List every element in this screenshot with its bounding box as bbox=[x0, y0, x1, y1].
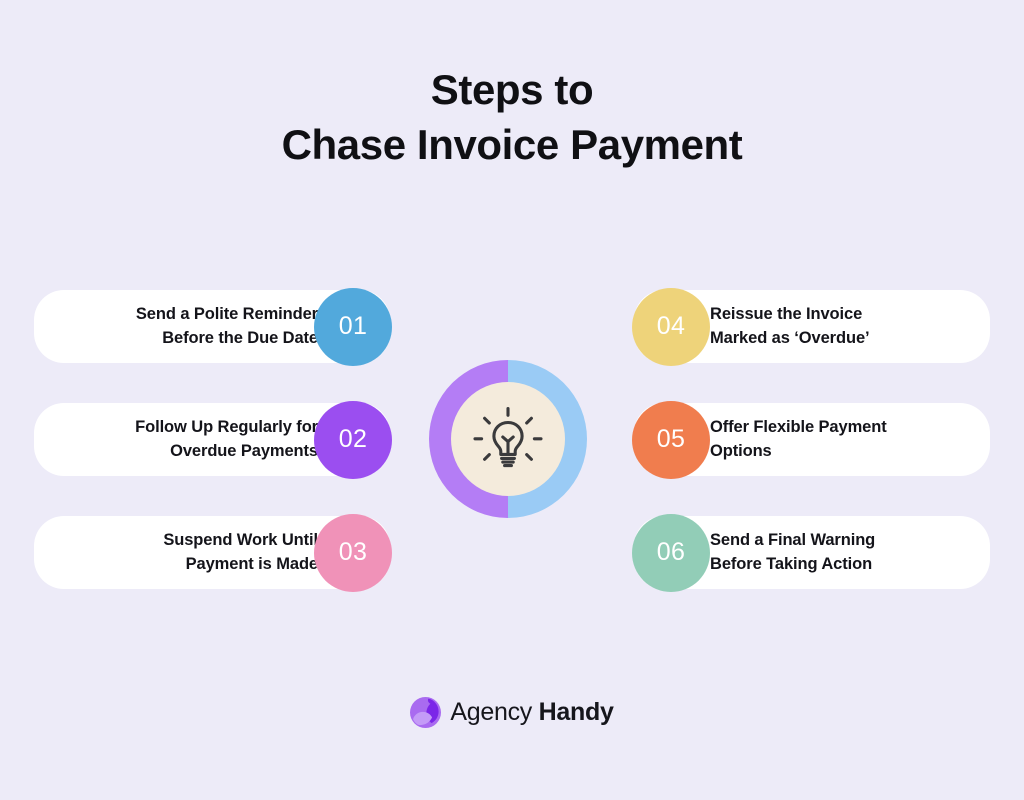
step-card-06-line-1: Send a Final Warning bbox=[710, 531, 876, 550]
page-title-line-2: Chase Invoice Payment bbox=[281, 121, 743, 169]
step-card-06[interactable]: 06 Send a Final Warning Before Taking Ac… bbox=[632, 513, 990, 592]
step-badge-06: 06 bbox=[632, 513, 710, 592]
brand-name-regular: Agency bbox=[450, 698, 539, 726]
agency-handy-logo-icon bbox=[410, 697, 442, 728]
step-card-02[interactable]: Follow Up Regularly for Overdue Payments… bbox=[34, 400, 392, 479]
step-card-04-text: Reissue the Invoice Marked as ‘Overdue’ bbox=[710, 303, 870, 350]
step-badge-03: 03 bbox=[314, 513, 392, 592]
step-card-03[interactable]: Suspend Work Until Payment is Made 03 bbox=[34, 513, 392, 592]
donut-inner-circle bbox=[451, 382, 565, 496]
step-card-01[interactable]: Send a Polite Reminder Before the Due Da… bbox=[34, 287, 392, 366]
step-card-03-text: Suspend Work Until Payment is Made bbox=[163, 529, 318, 576]
step-card-05-text: Offer Flexible Payment Options bbox=[710, 416, 887, 463]
step-badge-04: 04 bbox=[632, 287, 710, 366]
center-graphic bbox=[429, 360, 587, 518]
step-card-03-line-2: Payment is Made bbox=[185, 554, 318, 573]
page-title-line-1: Steps to bbox=[430, 66, 594, 113]
step-card-02-line-2: Overdue Payments bbox=[170, 441, 318, 460]
steps-column-right: 04 Reissue the Invoice Marked as ‘Overdu… bbox=[632, 287, 990, 592]
step-card-02-text: Follow Up Regularly for Overdue Payments bbox=[135, 416, 318, 463]
page-title: Steps to Chase Invoice Payment bbox=[0, 62, 1024, 173]
step-badge-01: 01 bbox=[314, 287, 392, 366]
step-card-04-line-1: Reissue the Invoice bbox=[710, 305, 863, 324]
step-card-02-line-1: Follow Up Regularly for bbox=[135, 418, 318, 437]
brand-logo-text: Agency Handy bbox=[450, 698, 613, 727]
step-card-01-line-1: Send a Polite Reminder bbox=[135, 305, 318, 324]
step-badge-05: 05 bbox=[632, 400, 710, 479]
lightbulb-icon bbox=[473, 407, 543, 468]
brand-name-bold: Handy bbox=[538, 698, 614, 726]
step-card-06-line-2: Before Taking Action bbox=[710, 554, 873, 573]
step-badge-02: 02 bbox=[314, 400, 392, 479]
step-card-01-line-2: Before the Due Date bbox=[162, 328, 318, 347]
step-card-05-line-1: Offer Flexible Payment bbox=[710, 418, 887, 437]
steps-column-left: Send a Polite Reminder Before the Due Da… bbox=[34, 287, 392, 592]
step-card-05-line-2: Options bbox=[710, 441, 772, 460]
steps-container: Send a Polite Reminder Before the Due Da… bbox=[0, 287, 1024, 592]
brand-logo: Agency Handy bbox=[0, 697, 1024, 728]
step-card-06-text: Send a Final Warning Before Taking Actio… bbox=[710, 529, 875, 576]
step-card-03-line-1: Suspend Work Until bbox=[163, 531, 318, 550]
step-card-04-line-2: Marked as ‘Overdue’ bbox=[710, 328, 870, 347]
step-card-04[interactable]: 04 Reissue the Invoice Marked as ‘Overdu… bbox=[632, 287, 990, 366]
step-card-05[interactable]: 05 Offer Flexible Payment Options bbox=[632, 400, 990, 479]
step-card-01-text: Send a Polite Reminder Before the Due Da… bbox=[136, 303, 318, 350]
